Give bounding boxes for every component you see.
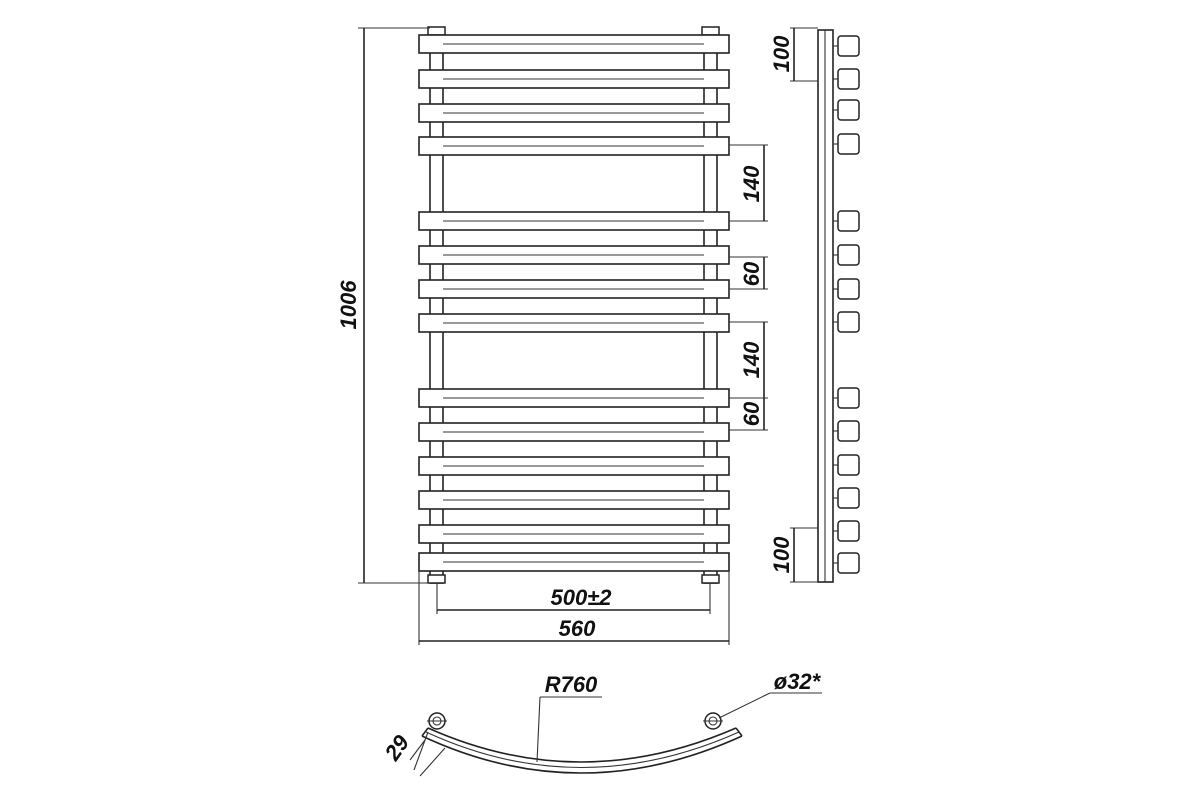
bottom-left-cap bbox=[427, 574, 446, 584]
width-label: 560 bbox=[559, 616, 596, 641]
left-collector-top bbox=[427, 712, 447, 730]
gap-60-dimension-top: 60 bbox=[729, 256, 768, 290]
top-right-cap bbox=[701, 26, 720, 36]
height-dimension: 1006 bbox=[336, 27, 430, 584]
top-left-cap bbox=[427, 26, 446, 36]
top-view: R760 ø32* 29 bbox=[379, 669, 822, 777]
curved-bar-outer bbox=[421, 735, 743, 774]
diameter-label: ø32* bbox=[774, 669, 822, 694]
side-bar-end-lines bbox=[833, 45, 838, 564]
bottom-right-cap bbox=[701, 574, 720, 584]
width-dimension: 560 bbox=[418, 571, 730, 645]
depth-dimension: 29 bbox=[379, 730, 446, 777]
side-bar-end bbox=[837, 552, 860, 574]
bars-group-middle bbox=[418, 211, 730, 333]
gap-140-label-top: 140 bbox=[739, 165, 764, 202]
side-bar-end bbox=[837, 133, 860, 155]
side-bar-ends bbox=[837, 35, 860, 574]
top-offset-label: 100 bbox=[769, 35, 794, 72]
top-offset-dimension: 100 bbox=[769, 27, 818, 82]
curved-bar-inner bbox=[427, 727, 737, 763]
depth-label: 29 bbox=[379, 730, 415, 766]
gap-60-dimension-bottom: 60 bbox=[729, 397, 768, 431]
side-bar-end bbox=[837, 244, 860, 266]
bars-group-top bbox=[418, 34, 730, 156]
curved-bar-mid bbox=[425, 731, 740, 768]
side-view: 100 100 bbox=[769, 27, 860, 583]
gap-140-dimension-bottom: 140 bbox=[729, 321, 768, 399]
radius-label: R760 bbox=[545, 672, 598, 697]
side-bar-end bbox=[837, 487, 860, 509]
bars-group-bottom bbox=[418, 388, 730, 572]
front-view: 1006 140 60 140 60 bbox=[336, 26, 768, 645]
gap-140-label-bottom: 140 bbox=[739, 341, 764, 378]
side-bar-end bbox=[837, 35, 860, 57]
side-bar-end bbox=[837, 454, 860, 476]
right-collector-top bbox=[703, 712, 723, 730]
side-bar-end bbox=[837, 387, 860, 409]
center-distance-dimension: 500±2 bbox=[436, 583, 711, 614]
height-label: 1006 bbox=[336, 280, 361, 330]
diameter-callout: ø32* bbox=[718, 669, 822, 719]
bottom-offset-label: 100 bbox=[769, 536, 794, 573]
side-bar-end bbox=[837, 420, 860, 442]
gap-140-dimension-top: 140 bbox=[729, 144, 768, 222]
center-distance-label: 500±2 bbox=[550, 585, 612, 610]
side-bar-end bbox=[837, 278, 860, 300]
side-bar-end bbox=[837, 68, 860, 90]
radius-callout: R760 bbox=[536, 672, 602, 763]
bar-inner-lines bbox=[443, 43, 704, 563]
gap-60-label-bottom: 60 bbox=[739, 401, 764, 426]
side-bar-end bbox=[837, 311, 860, 333]
bottom-offset-dimension: 100 bbox=[769, 527, 818, 583]
side-bar-end bbox=[837, 99, 860, 121]
side-bar-end bbox=[837, 210, 860, 232]
gap-60-label-top: 60 bbox=[739, 261, 764, 286]
side-bar-end bbox=[837, 520, 860, 542]
